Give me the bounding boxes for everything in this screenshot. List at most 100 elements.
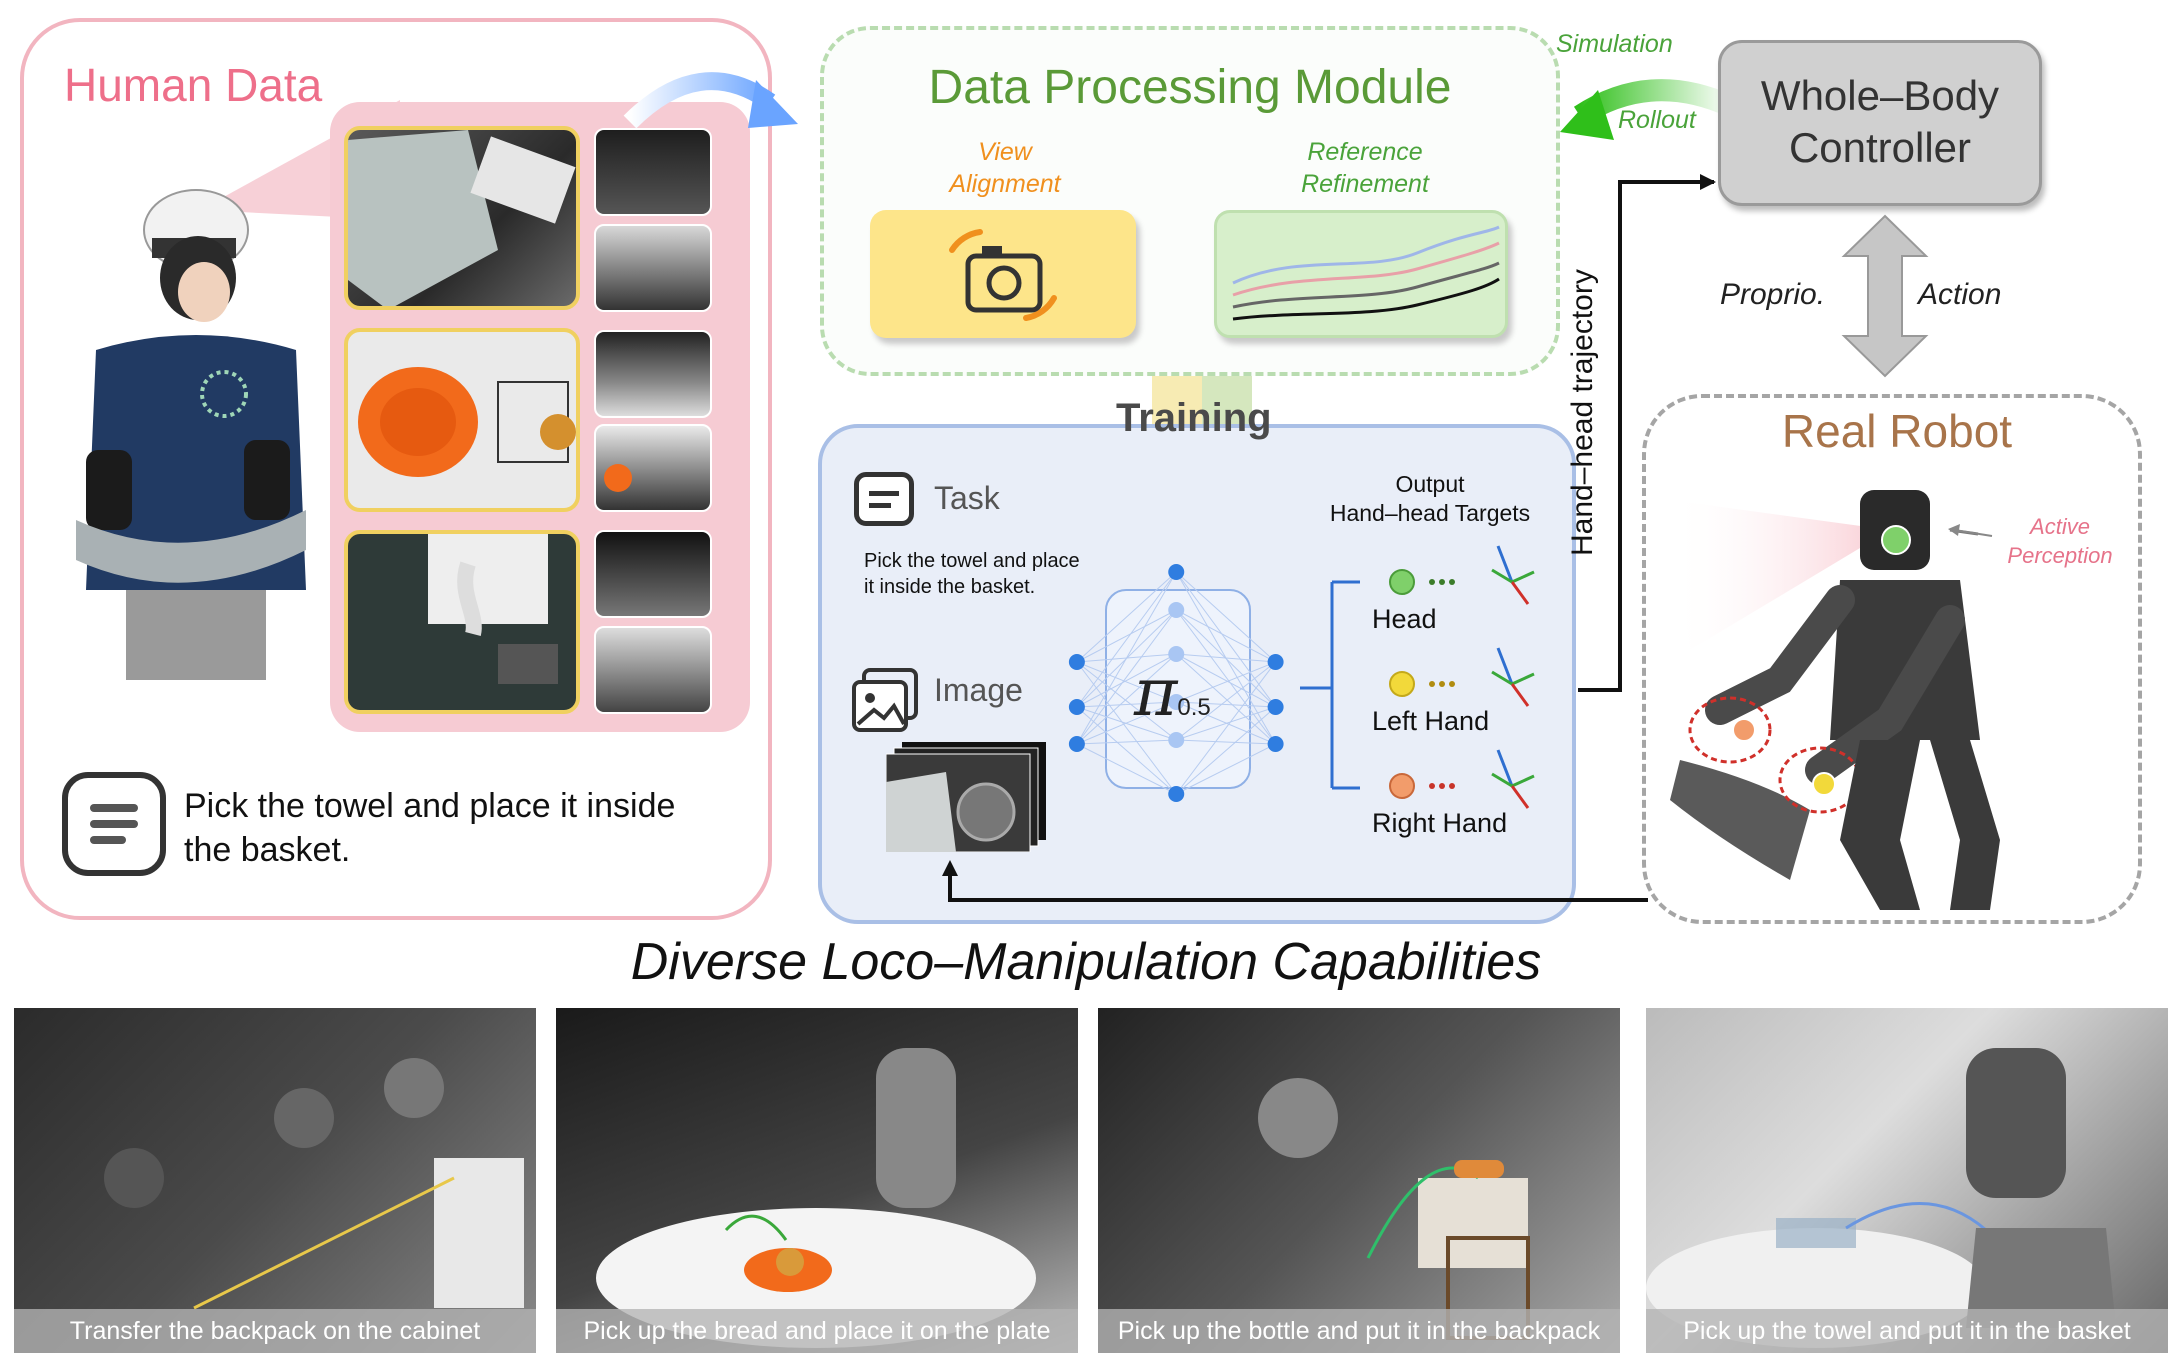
- observation-image-stack: [886, 742, 1046, 852]
- output-title: Output Hand–head Targets: [1329, 471, 1531, 526]
- head-dot-icon: [1389, 569, 1455, 595]
- output-right-hand: [1388, 772, 1468, 807]
- capability-photo-1: Transfer the backpack on the cabinet: [14, 1008, 536, 1353]
- left-hand-dot-icon: [1389, 671, 1455, 697]
- network-node: [1168, 786, 1185, 802]
- network-node: [1168, 646, 1185, 662]
- training-label: Training: [1116, 396, 1272, 440]
- network-edge: [1175, 661, 1276, 795]
- task-description: Pick the towel and place it inside the b…: [864, 550, 1080, 598]
- network-node: [1068, 654, 1085, 670]
- image-icon: [852, 668, 918, 732]
- network-node: [1267, 654, 1284, 670]
- policy-symbol: π0.5: [1134, 654, 1211, 731]
- capability-photo-4: Pick up the towel and put it in the bask…: [1646, 1008, 2168, 1353]
- hand-head-trajectory-label: Hand–head trajectory: [1566, 269, 1599, 556]
- ego-frame-1: [344, 126, 580, 310]
- task-icon: [854, 472, 914, 526]
- head-frame-icon: [1491, 545, 1535, 605]
- network-node: [1068, 736, 1085, 752]
- network-edge: [1076, 609, 1177, 745]
- head-cam-frame-5: [594, 530, 712, 618]
- network-edge: [1176, 609, 1276, 663]
- network-edge: [1176, 743, 1276, 795]
- head-cam-frame-6: [594, 626, 712, 714]
- network-edge: [1176, 653, 1276, 708]
- network-node: [1168, 694, 1185, 710]
- reference-refinement-label: Reference Refinement: [1301, 138, 1429, 198]
- network-edge: [1076, 661, 1177, 703]
- network-edge: [1076, 571, 1177, 745]
- head-cam-frame-4: [594, 424, 712, 512]
- simulation-label: Simulation: [1556, 30, 1673, 58]
- network-edge: [1176, 706, 1276, 741]
- data-processing-title: Data Processing Module: [928, 61, 1452, 114]
- capability-caption-4: Pick up the towel and put it in the bask…: [1646, 1309, 2168, 1353]
- head-cam-frame-1: [594, 128, 712, 216]
- network-edge: [1076, 571, 1177, 708]
- human-demonstrator: [76, 189, 306, 680]
- camera-icon: [949, 229, 1057, 321]
- capability-caption-3: Pick up the bottle and put it in the bac…: [1098, 1309, 1620, 1353]
- network-edge: [1076, 701, 1177, 745]
- capability-caption-1: Transfer the backpack on the cabinet: [14, 1309, 536, 1353]
- network-node: [1168, 732, 1185, 748]
- output-left-hand: [1388, 670, 1468, 705]
- network-edge: [1175, 571, 1276, 663]
- output-left-hand-label: Left Hand: [1372, 706, 1490, 736]
- controller-robot-arrow: [1841, 214, 1929, 378]
- view-alignment-label: View Alignment: [949, 138, 1061, 198]
- whole-body-controller-label: Whole–Body Controller: [1760, 72, 2000, 171]
- network-edge: [1176, 661, 1276, 703]
- policy-network: [1068, 564, 1284, 802]
- head-cam-frame-2: [594, 224, 712, 312]
- output-right-hand-label: Right Hand: [1372, 808, 1508, 838]
- human-task-instruction: Pick the towel and place it inside the b…: [184, 787, 676, 869]
- image-label: Image: [934, 672, 1023, 708]
- network-edge: [1076, 701, 1177, 708]
- network-edge: [1175, 661, 1276, 741]
- network-node: [1267, 736, 1284, 752]
- right-hand-dot-icon: [1389, 773, 1455, 799]
- proprio-label: Proprio.: [1720, 278, 1826, 311]
- active-perception-arrow: [1948, 524, 1993, 537]
- ego-frame-2: [344, 328, 580, 512]
- network-edge: [1176, 739, 1276, 745]
- real-robot-title: Real Robot: [1781, 405, 2013, 457]
- reference-refinement-card: [1214, 210, 1508, 338]
- network-edge: [1176, 653, 1276, 663]
- human-data-title: Human Data: [64, 59, 323, 111]
- network-node: [1068, 699, 1085, 715]
- network-edge: [1175, 706, 1276, 795]
- trajectory-curves: [1232, 225, 1500, 321]
- network-edge: [1076, 661, 1177, 741]
- active-perception-label: Active Perception: [2007, 514, 2113, 568]
- output-head: [1388, 568, 1468, 603]
- capability-photo-3: Pick up the bottle and put it in the bac…: [1098, 1008, 1620, 1353]
- network-node: [1168, 564, 1185, 580]
- capability-photo-2: Pick up the bread and place it on the pl…: [556, 1008, 1078, 1353]
- capabilities-title: Diverse Loco–Manipulation Capabilities: [630, 933, 1542, 991]
- network-node: [1267, 699, 1284, 715]
- network-edge: [1076, 743, 1177, 795]
- simulation-rollout-arrow: [1560, 79, 1735, 140]
- network-edge: [1076, 609, 1177, 663]
- network-edge: [1176, 701, 1276, 708]
- human-to-processing-arrow: [623, 72, 798, 129]
- action-label: Action: [1918, 278, 2002, 311]
- network-edge: [1076, 739, 1177, 745]
- instruction-note-icon: [62, 772, 166, 876]
- right-hand-frame-icon: [1491, 749, 1535, 809]
- view-alignment-card: [870, 210, 1136, 338]
- network-edge: [1175, 653, 1276, 745]
- network-edge: [1076, 571, 1177, 663]
- output-head-label: Head: [1372, 604, 1437, 634]
- head-cam-frame-3: [594, 330, 712, 418]
- network-node: [1168, 602, 1185, 618]
- task-label: Task: [934, 480, 1000, 516]
- whole-body-controller-box: [1718, 40, 2042, 206]
- left-hand-frame-icon: [1491, 647, 1535, 707]
- output-bracket: [1300, 580, 1360, 790]
- network-edge: [1076, 653, 1177, 708]
- policy-subscript: 0.5: [1177, 694, 1211, 721]
